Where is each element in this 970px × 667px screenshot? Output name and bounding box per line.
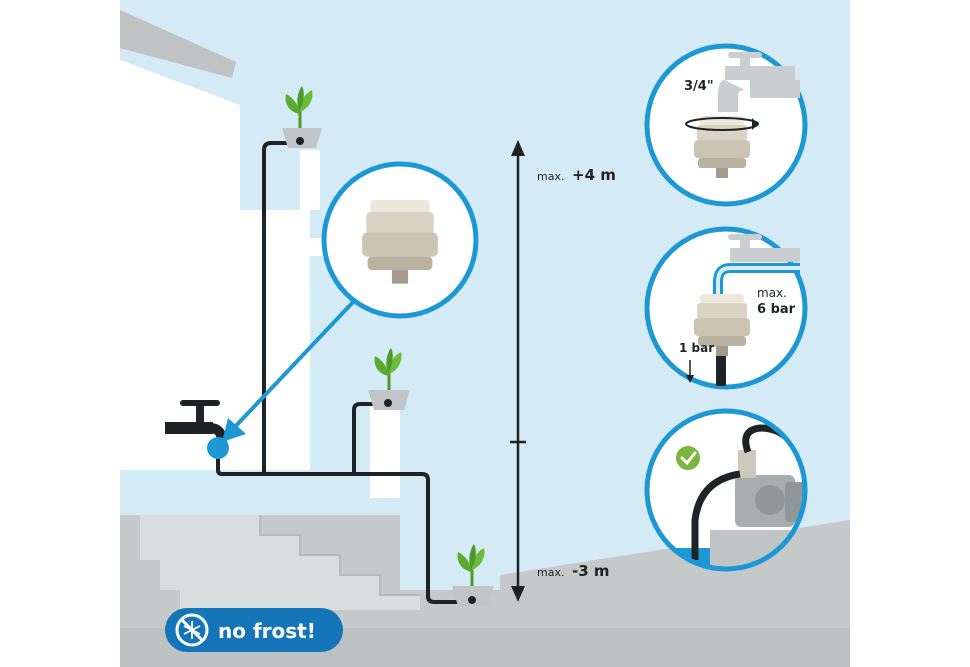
plant-lower [452,542,494,606]
hose-network [216,141,472,604]
no-frost-badge: no frost! [165,608,343,652]
lower-limit-prefix: max. [537,566,564,579]
plant-middle [368,346,410,410]
upper-limit-prefix: max. [537,170,564,183]
pump-icon [735,450,803,527]
faucet-icon [713,234,800,300]
arrow-down-icon [686,375,694,383]
height-scale: max. +4 m max. -3 m [510,140,616,602]
snowflake-icon [183,621,201,639]
arrow-up-icon [511,140,525,156]
max-pressure-prefix: max. [757,286,787,300]
no-frost-label: no frost! [218,619,316,643]
upper-branch-hose [262,141,302,476]
middle-branch-hose [352,402,388,476]
pointer-arrow [222,298,357,442]
upper-limit-value: +4 m [572,166,616,184]
main-hose [216,450,472,604]
inset-pressure: max. 6 bar 1 bar [644,226,808,390]
inset-thread: 3/4" [644,43,808,207]
garden-tap [165,400,229,459]
check-icon [676,446,700,470]
inset-pump [644,408,808,572]
hose-stub [716,356,726,386]
plant-upper [282,84,322,148]
min-pressure-value: 1 bar [679,341,714,355]
thread-size-label: 3/4" [684,79,714,94]
arrow-down-icon [511,586,525,602]
faucet-icon [718,52,800,112]
lower-limit-value: -3 m [572,562,610,580]
valve-zoom-circle [321,161,479,319]
max-pressure-value: 6 bar [757,302,796,317]
